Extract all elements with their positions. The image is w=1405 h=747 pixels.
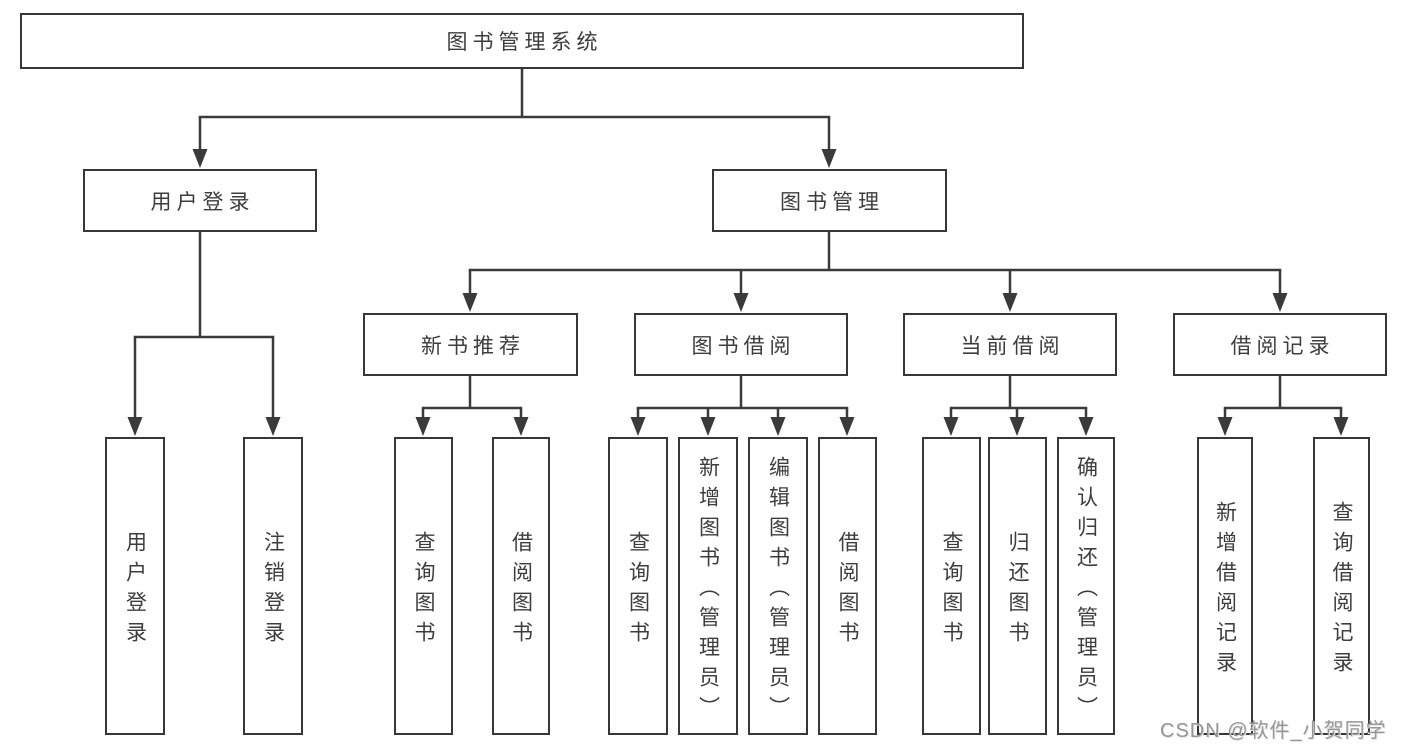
leaf-label: 新增图书（管理员） [696,455,720,726]
node-book-management: 图书管理 [712,169,947,232]
leaf-label: 查询图书 [940,530,963,651]
node-bb-edit-books: 编辑图书（管理员） [748,437,808,735]
leaf-label: 注销登录 [261,530,285,651]
leaf-label: 借阅图书 [509,530,533,651]
leaf-label: 查询图书 [412,530,435,651]
leaf-label: 新增借阅记录 [1213,500,1237,681]
node-cb-confirm-return: 确认归还（管理员） [1057,437,1115,735]
leaf-label: 查询图书 [626,530,650,651]
leaf-label: 查询借阅记录 [1330,500,1353,681]
node-bb-add-books: 新增图书（管理员） [678,437,738,735]
node-new-book-recommend: 新书推荐 [363,313,578,376]
leaf-label: 确认归还（管理员） [1074,455,1098,726]
node-root: 图书管理系统 [20,13,1024,69]
node-bb-query-books: 查询图书 [608,437,668,735]
node-cb-return-books: 归还图书 [988,437,1047,735]
node-cb-query-books: 查询图书 [922,437,981,735]
node-br-query-record: 查询借阅记录 [1313,437,1370,735]
node-nbr-query-books: 查询图书 [394,437,453,735]
node-leaf-logout: 注销登录 [243,437,303,735]
leaf-label: 用户登录 [123,530,147,651]
node-borrow-records: 借阅记录 [1173,313,1387,376]
node-book-borrow: 图书借阅 [634,313,848,376]
node-leaf-user-login: 用户登录 [105,437,165,735]
node-user-login: 用户登录 [83,169,317,232]
watermark: CSDN @软件_小贺同学 [1160,720,1387,742]
leaf-label: 编辑图书（管理员） [766,455,790,726]
leaf-label: 归还图书 [1006,530,1029,651]
node-br-add-record: 新增借阅记录 [1197,437,1253,735]
node-current-borrow: 当前借阅 [903,313,1117,376]
node-nbr-borrow-books: 借阅图书 [492,437,550,735]
leaf-label: 借阅图书 [836,530,859,651]
node-bb-borrow-books: 借阅图书 [818,437,877,735]
